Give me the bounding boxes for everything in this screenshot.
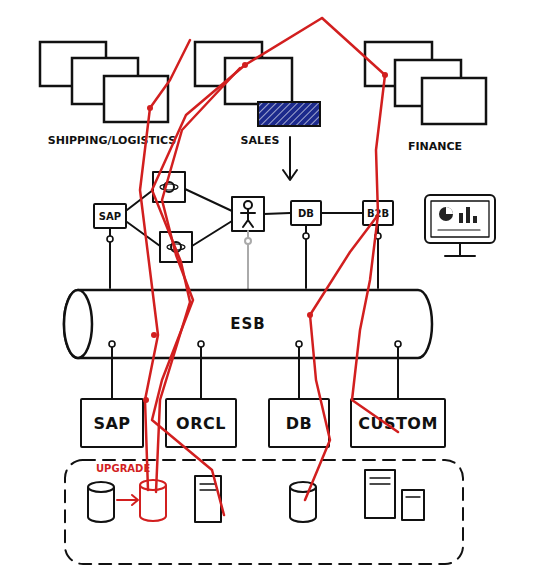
app-window [422, 78, 486, 124]
connector-line [298, 360, 300, 398]
server-slots [200, 484, 216, 490]
server-slots [406, 496, 420, 497]
pin-stem [298, 346, 300, 360]
system-box: SAP [80, 398, 144, 448]
system-box: DB [268, 398, 330, 448]
wire [192, 221, 232, 246]
server [365, 470, 395, 518]
node-label: DB [298, 208, 314, 219]
pin [109, 341, 115, 347]
node-label: SAP [93, 414, 130, 433]
connector-line [111, 360, 113, 398]
connector-line [322, 212, 362, 214]
pin-stem [397, 346, 399, 360]
connector-line [200, 360, 202, 398]
app-window-stack: SHIPPING/LOGISTICS [32, 40, 192, 152]
pin [107, 236, 113, 242]
pin [296, 341, 302, 347]
app-window-stack: FINANCE [360, 40, 510, 158]
bar [459, 213, 463, 223]
pin [375, 233, 381, 239]
database-cylinder [290, 482, 316, 522]
app-window-stack: SALES [190, 40, 330, 152]
connector [375, 226, 381, 288]
connector [322, 213, 362, 214]
pin-stem [200, 346, 202, 360]
system-box: SAP [93, 203, 127, 229]
pin [245, 238, 251, 244]
pin [198, 341, 204, 347]
server [195, 476, 221, 522]
highlighted-window [258, 102, 320, 126]
cylinder-body [64, 290, 432, 358]
wire [264, 213, 290, 214]
upgrade-arrow [117, 495, 138, 505]
connector [395, 341, 401, 398]
pie-chart [439, 207, 453, 221]
system-box: DB [290, 200, 322, 226]
connector [107, 229, 113, 288]
connector [109, 341, 115, 398]
upgraded-cylinder [140, 480, 166, 521]
pin-stem [111, 346, 113, 360]
node-label: ESB [230, 315, 265, 333]
down-arrow [283, 137, 297, 180]
service-box [160, 232, 192, 262]
server [402, 490, 424, 520]
wire [185, 189, 232, 211]
connector [296, 341, 302, 398]
monitor-stand [445, 243, 475, 256]
bar [473, 216, 477, 223]
node-label: CUSTOM [358, 414, 438, 433]
wire [127, 190, 153, 210]
planet-ring [160, 184, 178, 190]
connector-line [397, 360, 399, 398]
pie-slice [446, 207, 453, 214]
person-figure [241, 209, 255, 227]
department-heading: SALES [190, 134, 330, 147]
pin [395, 341, 401, 347]
system-box: CUSTOM [350, 398, 446, 448]
connector [198, 341, 204, 398]
person-head [244, 201, 252, 209]
window-stack [32, 40, 192, 132]
database-cylinder [88, 482, 114, 522]
node-label: DB [286, 414, 312, 433]
connector [303, 226, 309, 288]
department-heading: FINANCE [360, 140, 510, 153]
flow-line [152, 18, 322, 492]
monitor [425, 195, 495, 243]
app-window [104, 76, 168, 122]
server-slots [370, 478, 390, 484]
app-window [225, 58, 292, 104]
esb-cylinder: ESB [62, 288, 434, 360]
department-heading: SHIPPING/LOGISTICS [32, 134, 192, 147]
bar [466, 207, 470, 223]
service-box [153, 172, 185, 202]
node-label: SAP [99, 211, 121, 222]
window-stack [360, 40, 510, 138]
screen-line [438, 229, 480, 230]
wire [127, 222, 160, 246]
node-label: B2B [367, 208, 389, 219]
system-box: B2B [362, 200, 394, 226]
monitor-screen [431, 201, 489, 237]
pin [303, 233, 309, 239]
person-box [232, 197, 264, 231]
window-stack [190, 40, 330, 132]
node-label: ORCL [176, 414, 226, 433]
system-box: ORCL [165, 398, 237, 448]
datacenter-region [65, 460, 463, 564]
annotation-label: UPGRADE [96, 463, 150, 474]
cylinder-end [64, 290, 92, 358]
planet-ring [167, 244, 185, 250]
